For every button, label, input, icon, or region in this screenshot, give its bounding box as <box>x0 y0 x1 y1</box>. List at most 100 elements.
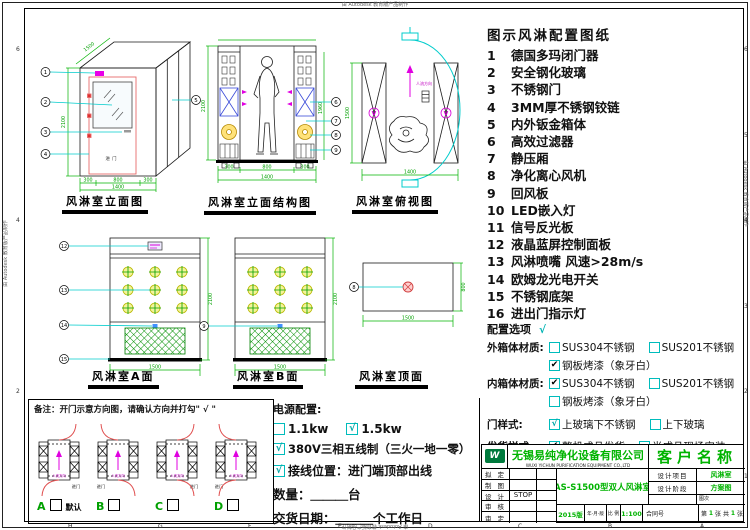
dim: 300 <box>83 178 92 184</box>
enter-label: 进门 <box>72 483 80 490</box>
part-number: 6 <box>487 134 496 150</box>
config-options: 配置选项√ 外箱体材质: SUS304不锈钢 SUS201不锈钢 ✔钢板烤漆（象… <box>487 321 745 454</box>
callout-number: 9 <box>334 148 338 154</box>
option-item: SUS201不锈钢 <box>648 376 735 391</box>
options-title: 配置选项 <box>487 323 531 336</box>
door-text: 进门 <box>106 155 119 162</box>
part-text: 3MM厚不锈钢铰链 <box>511 99 620 115</box>
company-name: 无锡易纯净化设备有限公司 <box>512 449 644 462</box>
stage-value: 方案图 <box>697 482 745 495</box>
part-number: 7 <box>487 151 496 167</box>
drawing-top: 8 1500 800 <box>349 262 467 327</box>
dim-inner: 1960 <box>318 102 324 114</box>
dim-depth: 1500 <box>83 41 96 53</box>
project-value: 风淋室 <box>697 469 745 482</box>
scale-value: 1:100 <box>621 505 643 523</box>
tb-cell <box>649 495 697 505</box>
door-option-C: C <box>155 499 180 513</box>
option-item: 上下玻璃 <box>649 417 705 432</box>
part-number: 2 <box>487 65 496 81</box>
stage-label: 设计阶段 <box>649 482 697 495</box>
zone-number: 1 <box>744 473 748 480</box>
part-text: 不锈钢底架 <box>511 288 574 304</box>
zone-number: 4 <box>744 217 748 224</box>
part-number: 12 <box>487 237 505 253</box>
checkbox: √ <box>273 464 285 477</box>
part-text: 安全钢化玻璃 <box>511 65 587 81</box>
tb-cell <box>537 501 557 513</box>
drawing-faceB: 2100 1500 9 <box>199 237 339 376</box>
power-delivery-row: 交货日期：＿＿＿个工作日 <box>273 508 479 527</box>
callout-number: 2 <box>44 100 48 106</box>
date-label: 年-月-版 <box>585 505 607 523</box>
zone-number: 2 <box>16 388 20 395</box>
callout-number: 3 <box>44 130 48 136</box>
watermark-left: 由 Autodesk 教育版产品制作 <box>2 220 9 287</box>
company-logo-cell: W <box>482 445 508 469</box>
power-qty-row: 数量：＿＿＿台 <box>273 484 479 503</box>
inner-frame <box>24 8 744 522</box>
option-text: SUS201不锈钢 <box>661 378 735 390</box>
callout-number: 9 <box>202 324 205 330</box>
door-checkbox <box>108 499 121 511</box>
page-pre: 第 <box>700 511 707 518</box>
callout-number: 5 <box>194 98 198 104</box>
dim-height: 2100 <box>208 293 214 305</box>
door-checkbox <box>227 499 240 511</box>
part-text: 高效过滤器 <box>511 134 574 150</box>
checkbox: √ <box>273 443 285 455</box>
drawing-faceA: 2100 1500 12 13 14 15 <box>59 237 214 376</box>
title-block: W 无锡易纯净化设备有限公司 WUXI YICHUN PURIFICATION … <box>481 444 745 523</box>
power-kw2: 1.5kw <box>361 422 402 436</box>
checkbox <box>273 423 285 435</box>
zone-letter: H <box>68 523 73 530</box>
dim: 300 <box>300 165 309 171</box>
dim-depth: 1500 <box>345 107 351 119</box>
callout-number: 1 <box>44 70 48 76</box>
door-option-B: B <box>96 499 121 513</box>
checkbox: ✔ <box>549 378 560 389</box>
company-name-en: WUXI YICHUN PURIFICATION EQUIPMENT CO.,L… <box>525 463 631 469</box>
drawing-title: 风淋室A面 <box>88 368 159 386</box>
page-suf: 张 <box>736 511 743 518</box>
enter-label: 进门 <box>97 483 105 490</box>
option-text: 钢板烤漆（象牙白） <box>562 360 657 372</box>
watermark-top: 由 Autodesk 教育版产品制作 <box>341 2 409 8</box>
part-text: 信号反光板 <box>511 220 574 236</box>
door-letter: C <box>155 500 164 513</box>
dim-width: 1500 <box>274 365 286 371</box>
scale-label: 比 例 <box>607 505 621 523</box>
part-number: 11 <box>487 220 505 236</box>
power-kw1: 1.1kw <box>288 422 329 436</box>
zone-number: 6 <box>16 46 20 53</box>
option-row-outer2: ✔钢板烤漆（象牙白） <box>549 358 745 373</box>
option-text: 钢板烤漆（象牙白） <box>562 396 657 408</box>
part-number: 16 <box>487 306 505 322</box>
door-checkbox <box>49 499 62 511</box>
zone-letter: G <box>158 523 163 530</box>
checkbox <box>549 342 560 353</box>
page-mid: 张 共 <box>715 511 729 518</box>
page-number: 1 <box>708 510 714 517</box>
option-item: ✔钢板烤漆（象牙白） <box>549 358 657 373</box>
part-number: 15 <box>487 288 505 304</box>
callout-number: 4 <box>44 152 48 158</box>
option-text: SUS304不锈钢 <box>562 378 635 390</box>
part-number: 14 <box>487 271 505 287</box>
power-config: 电源配置: 1.1kw √1.5kw √380V三相五线制（三火一地一零） √接… <box>273 401 479 527</box>
tb-row-label: 审 核 <box>482 501 510 513</box>
note-box: 备注：开门示意方向图，请确认方向并打勾" √ " 人流方向 进门 <box>28 399 274 524</box>
door-diagram-B: 人流方向 进门 <box>97 423 139 497</box>
option-label: 外箱体材质: <box>487 342 544 354</box>
dim-width: 1500 <box>402 316 414 322</box>
flow-label: 人流方向 <box>52 473 66 478</box>
part-text: 风淋喷嘴 风速>28m/s <box>511 254 644 270</box>
dim-total: 1400 <box>261 175 273 181</box>
tb-cell <box>537 469 557 480</box>
